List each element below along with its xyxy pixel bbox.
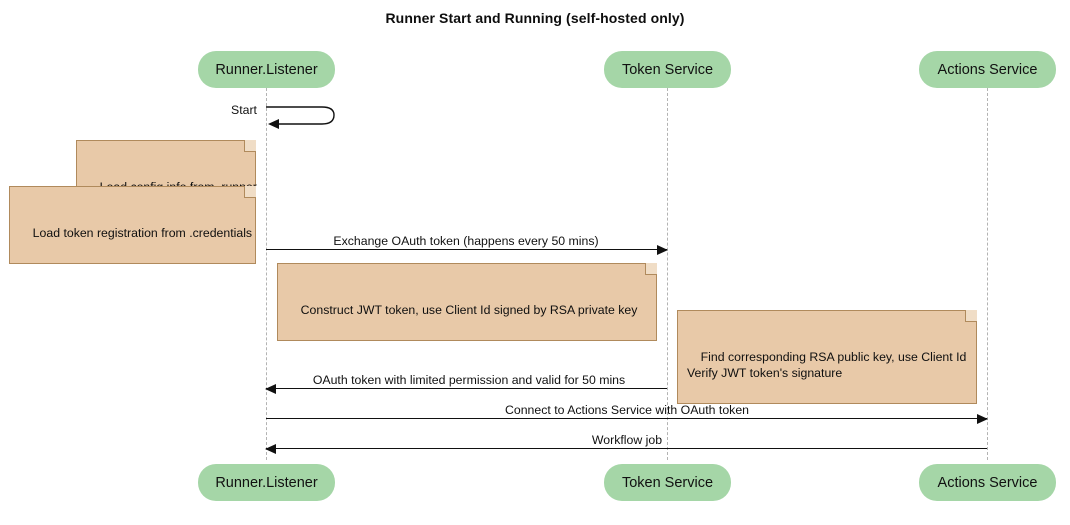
note-load-token-registration: Load token registration from .credential…	[9, 186, 256, 264]
participant-token-top[interactable]: Token Service	[604, 51, 731, 88]
arrowhead-right-icon	[657, 245, 668, 255]
note-verify-jwt-text: Find corresponding RSA public key, use C…	[687, 350, 967, 380]
note-fold-icon	[965, 310, 977, 322]
participant-actions-bottom-label: Actions Service	[937, 474, 1038, 491]
note-fold-icon	[244, 140, 256, 152]
participant-runner-top[interactable]: Runner.Listener	[198, 51, 335, 88]
note-fold-icon	[244, 186, 256, 198]
message-oauth-token-return	[265, 384, 667, 394]
participant-runner-bottom[interactable]: Runner.Listener	[198, 464, 335, 501]
participant-token-bottom[interactable]: Token Service	[604, 464, 731, 501]
message-start-label: Start	[231, 103, 257, 117]
participant-runner-bottom-label: Runner.Listener	[215, 474, 318, 491]
note-verify-jwt: Find corresponding RSA public key, use C…	[677, 310, 977, 404]
message-start-self-loop	[266, 103, 346, 133]
note-load-token-registration-text: Load token registration from .credential…	[32, 226, 253, 240]
lifeline-runner	[266, 88, 267, 460]
message-exchange-oauth-label: Exchange OAuth token (happens every 50 m…	[333, 234, 599, 248]
message-workflow-job-label: Workflow job	[591, 433, 663, 447]
arrowhead-right-icon	[977, 414, 988, 424]
participant-token-top-label: Token Service	[621, 61, 714, 78]
participant-runner-top-label: Runner.Listener	[215, 61, 318, 78]
note-fold-icon	[645, 263, 657, 275]
participant-actions-top[interactable]: Actions Service	[919, 51, 1056, 88]
message-workflow-job	[265, 444, 987, 454]
message-connect-actions	[266, 414, 988, 424]
participant-token-bottom-label: Token Service	[621, 474, 714, 491]
participant-actions-top-label: Actions Service	[937, 61, 1038, 78]
message-connect-actions-label: Connect to Actions Service with OAuth to…	[504, 403, 750, 417]
note-construct-jwt-text: Construct JWT token, use Client Id signe…	[300, 303, 638, 317]
lifeline-token	[667, 88, 668, 460]
arrowhead-left-icon	[265, 384, 276, 394]
message-oauth-token-return-label: OAuth token with limited permission and …	[312, 373, 626, 387]
note-construct-jwt: Construct JWT token, use Client Id signe…	[277, 263, 657, 341]
diagram-title: Runner Start and Running (self-hosted on…	[385, 10, 685, 26]
message-exchange-oauth	[266, 245, 668, 255]
arrowhead-left-icon	[265, 444, 276, 454]
lifeline-actions	[987, 88, 988, 460]
participant-actions-bottom[interactable]: Actions Service	[919, 464, 1056, 501]
